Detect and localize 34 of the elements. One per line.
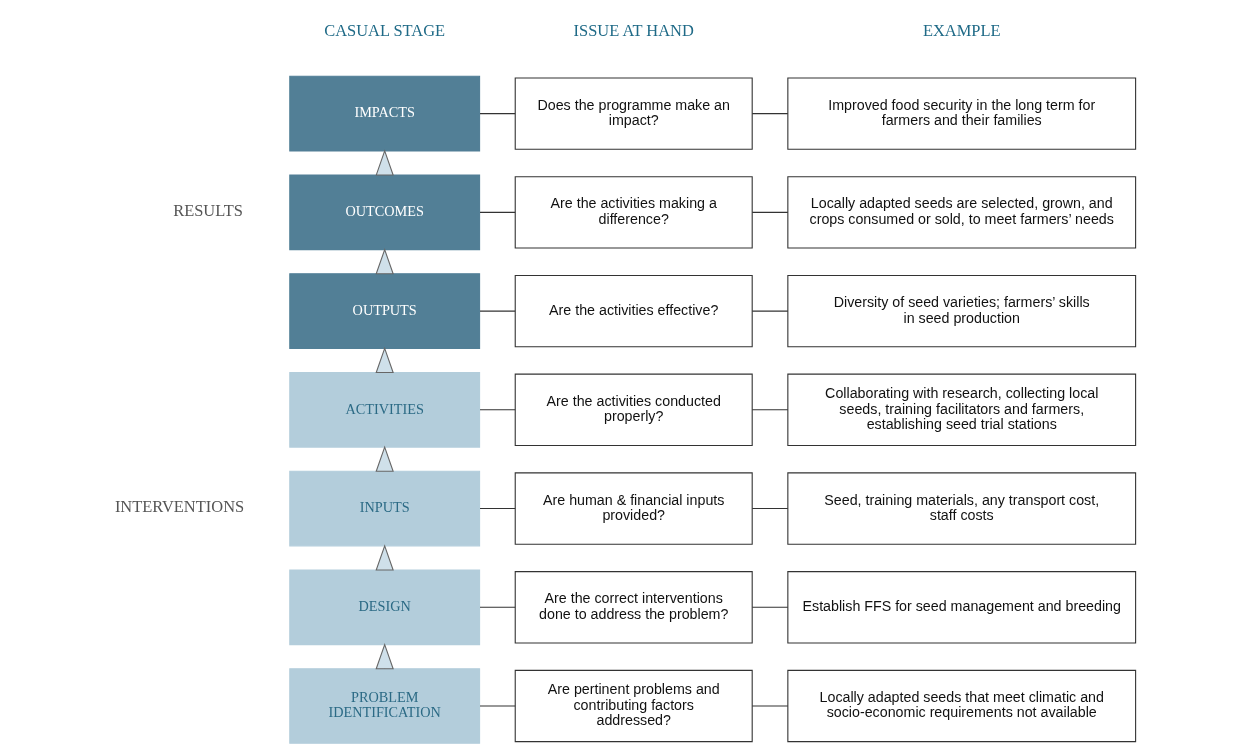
- connector: [751, 508, 788, 510]
- connector: [751, 606, 788, 608]
- node-box: Are pertinent problems and contributing factors addressed?: [514, 669, 753, 743]
- node-box: Does the programme make an impact?: [514, 77, 753, 150]
- node-box: Collaborating with research, collecting local seeds, training facilitators and farmers, establishing seed trial stations: [786, 373, 1136, 447]
- connector: [478, 310, 516, 312]
- node-box: Are the activities effective?: [514, 274, 753, 348]
- node-box: Seed, training materials, any transport cost, staff costs: [786, 472, 1136, 545]
- label: RESULTS: [172, 201, 243, 221]
- connector: [751, 310, 788, 312]
- connector: [478, 606, 516, 608]
- node-box: Are the activities making a difference?: [514, 176, 753, 249]
- label: EXAMPLE: [922, 21, 1001, 41]
- connector: [478, 211, 516, 213]
- label: ISSUE AT HAND: [573, 21, 694, 41]
- node-box: IMPACTS: [288, 75, 480, 152]
- connector: [751, 113, 788, 115]
- connector: [751, 211, 788, 213]
- connector: [478, 113, 516, 115]
- node-box: Are human & financial inputs provided?: [514, 472, 753, 545]
- node-box: Are the correct interventions done to address the problem?: [514, 571, 753, 644]
- node-box: Locally adapted seeds are selected, grown, and crops consumed or sold, to meet farmers’ needs: [786, 176, 1136, 249]
- node-box: Locally adapted seeds that meet climatic and socio-economic requirements not available: [786, 669, 1136, 743]
- connector: [478, 409, 516, 411]
- label: CASUAL STAGE: [323, 21, 445, 41]
- connector: [751, 705, 788, 707]
- node-box: Establish FFS for seed management and breeding: [786, 571, 1136, 644]
- connector: [478, 705, 516, 707]
- node-box: Improved food security in the long term for farmers and their families: [786, 77, 1136, 150]
- label: INTERVENTIONS: [114, 497, 244, 517]
- connector: [478, 508, 516, 510]
- node-box: Are the activities conducted properly?: [514, 373, 753, 447]
- node-box: Diversity of seed varieties; farmers’ skills in seed production: [786, 274, 1136, 348]
- connector: [751, 409, 788, 411]
